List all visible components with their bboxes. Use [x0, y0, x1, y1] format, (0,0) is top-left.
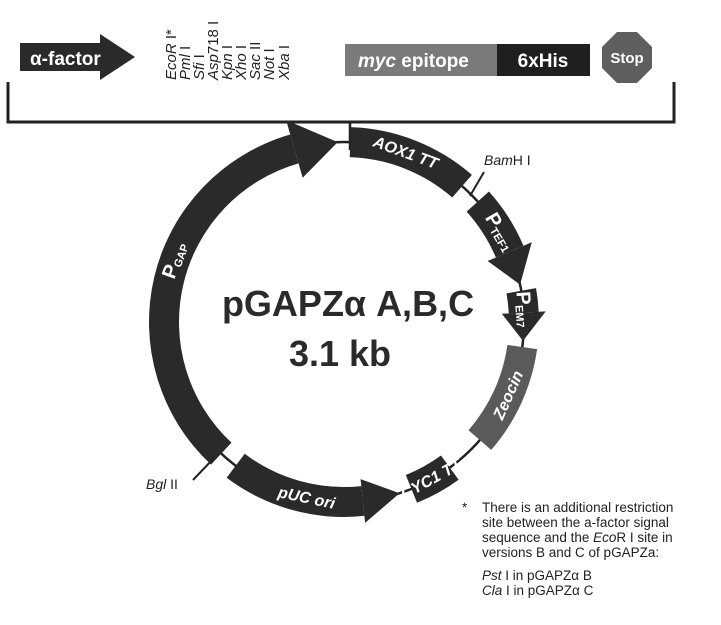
6xhis-label: 6xHis [518, 51, 569, 72]
footnote-item: Cla I in pGAPZα C [482, 583, 594, 598]
feature-pgap: PGAP [148, 120, 338, 465]
bamhi-site: BamH I [469, 152, 531, 197]
feature-ptef1: PTEF1 [466, 191, 532, 285]
cassette-bracket [6, 82, 676, 124]
restriction-site-label: EcoR I* [163, 29, 180, 80]
myc-epitope-label: myc epitope [358, 51, 469, 72]
restriction-site-label: Sfi I [191, 54, 208, 80]
puc-ori-arrowhead [360, 479, 400, 523]
6xhis-box [497, 44, 590, 76]
restriction-site-label: Sac II [247, 42, 264, 80]
stop-label: Stop [610, 50, 643, 67]
stop-octagon [602, 32, 652, 83]
restriction-site-label: Xho I [233, 45, 250, 81]
footnote-line: sequence and the EcoR I site in [482, 530, 673, 545]
footnote-line: There is an additional restriction [482, 500, 674, 515]
footnote-star: * [462, 500, 468, 515]
restriction-site-label: Not I [261, 48, 278, 80]
cyc1-tt-box [405, 455, 459, 503]
footnote-item: Pst I in pGAPZα B [482, 568, 592, 583]
alpha-factor-arrow [20, 34, 135, 80]
bamhi-label: BamH I [484, 152, 531, 168]
feature-zeocin: Zeocin [468, 344, 538, 450]
zeocin-box [468, 344, 538, 450]
bglii-tick [192, 457, 215, 481]
plasmid-size: 3.1 kb [289, 333, 391, 374]
restriction-site-label: Kpn I [219, 45, 236, 80]
puc-ori-body [226, 453, 365, 517]
aox1-tt-box [349, 127, 472, 198]
pem7-label: PEM7 [511, 291, 535, 328]
bamhi-tick [469, 171, 485, 197]
footnote-line: site between the a-factor signal [482, 515, 669, 530]
bglii-site: Bgl II [146, 457, 215, 492]
alpha-factor-label: α-factor [30, 49, 101, 70]
restriction-site-label: Xba I [276, 45, 293, 81]
feature-puc-ori: pUC ori [226, 453, 400, 523]
ptef1-body [466, 191, 524, 258]
plasmid-name: pGAPZα A,B,C [222, 283, 474, 324]
bglii-label: Bgl II [146, 476, 178, 492]
footnote: * There is an additional restriction sit… [462, 500, 721, 598]
ptef1-arrowhead [487, 242, 532, 285]
feature-pem7: PEM7 [501, 288, 546, 341]
restriction-site-label: Pml I [177, 46, 194, 80]
pgap-arrowhead [286, 120, 338, 178]
feature-aox1-tt: AOX1 TT [349, 127, 472, 198]
pgap-body [148, 134, 299, 465]
pem7-body [506, 288, 539, 314]
pem7-arrowhead [501, 311, 546, 341]
feature-cyc1-tt: CYC1 TT [398, 455, 466, 503]
myc-epitope-box [345, 44, 497, 76]
footnote-line: versions B and C of pGAPZa: [482, 545, 660, 560]
restriction-site-label: Asp718 I [205, 21, 222, 81]
